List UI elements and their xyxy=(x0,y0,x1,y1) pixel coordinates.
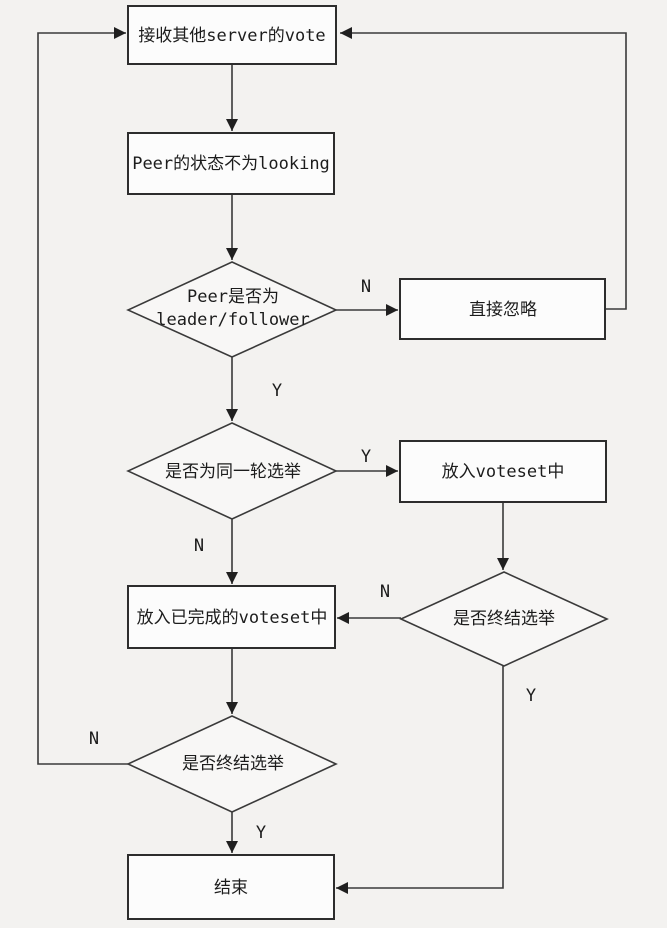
same-round-diamond xyxy=(126,422,338,520)
end-label: 结束 xyxy=(214,878,248,898)
put-voteset-box xyxy=(399,440,607,503)
branch-label-check-end-right-yes: Y xyxy=(526,686,536,706)
receive-vote-box xyxy=(127,5,337,65)
peer-state-box xyxy=(127,132,335,195)
peer-role-diamond xyxy=(126,261,338,358)
put-completed-box xyxy=(127,585,336,649)
branch-label-check-end-right-no: N xyxy=(380,582,390,602)
edge-check-end-left-no-to-receive-vote xyxy=(37,27,128,765)
peer-role-label-line2: leader/follower xyxy=(156,310,310,330)
branch-label-peer-role-no: N xyxy=(361,277,371,297)
branch-label-same-round-no: N xyxy=(194,536,204,556)
peer-role-label-line1: Peer是否为 xyxy=(187,287,279,307)
check-end-left-diamond xyxy=(126,715,338,813)
end-box xyxy=(127,854,335,920)
branch-label-check-end-left-no: N xyxy=(89,729,99,749)
check-end-right-label: 是否终结选举 xyxy=(453,609,555,629)
put-voteset-label: 放入voteset中 xyxy=(442,462,565,482)
branch-label-same-round-yes: Y xyxy=(361,447,371,467)
put-completed-label: 放入已完成的voteset中 xyxy=(137,608,328,628)
check-end-left-label: 是否终结选举 xyxy=(182,754,284,774)
branch-label-peer-role-yes: Y xyxy=(272,381,282,401)
check-end-right-diamond xyxy=(399,571,609,667)
receive-vote-label: 接收其他server的vote xyxy=(138,26,325,46)
ignore-label: 直接忽略 xyxy=(469,300,537,320)
edge-check-end-right-yes-to-end xyxy=(336,666,504,894)
edge-ignore-to-receive-vote xyxy=(340,27,627,310)
branch-label-check-end-left-yes: Y xyxy=(256,823,266,843)
peer-state-label: Peer的状态不为looking xyxy=(132,154,330,174)
ignore-box xyxy=(399,278,606,340)
same-round-label: 是否为同一轮选举 xyxy=(165,462,301,482)
